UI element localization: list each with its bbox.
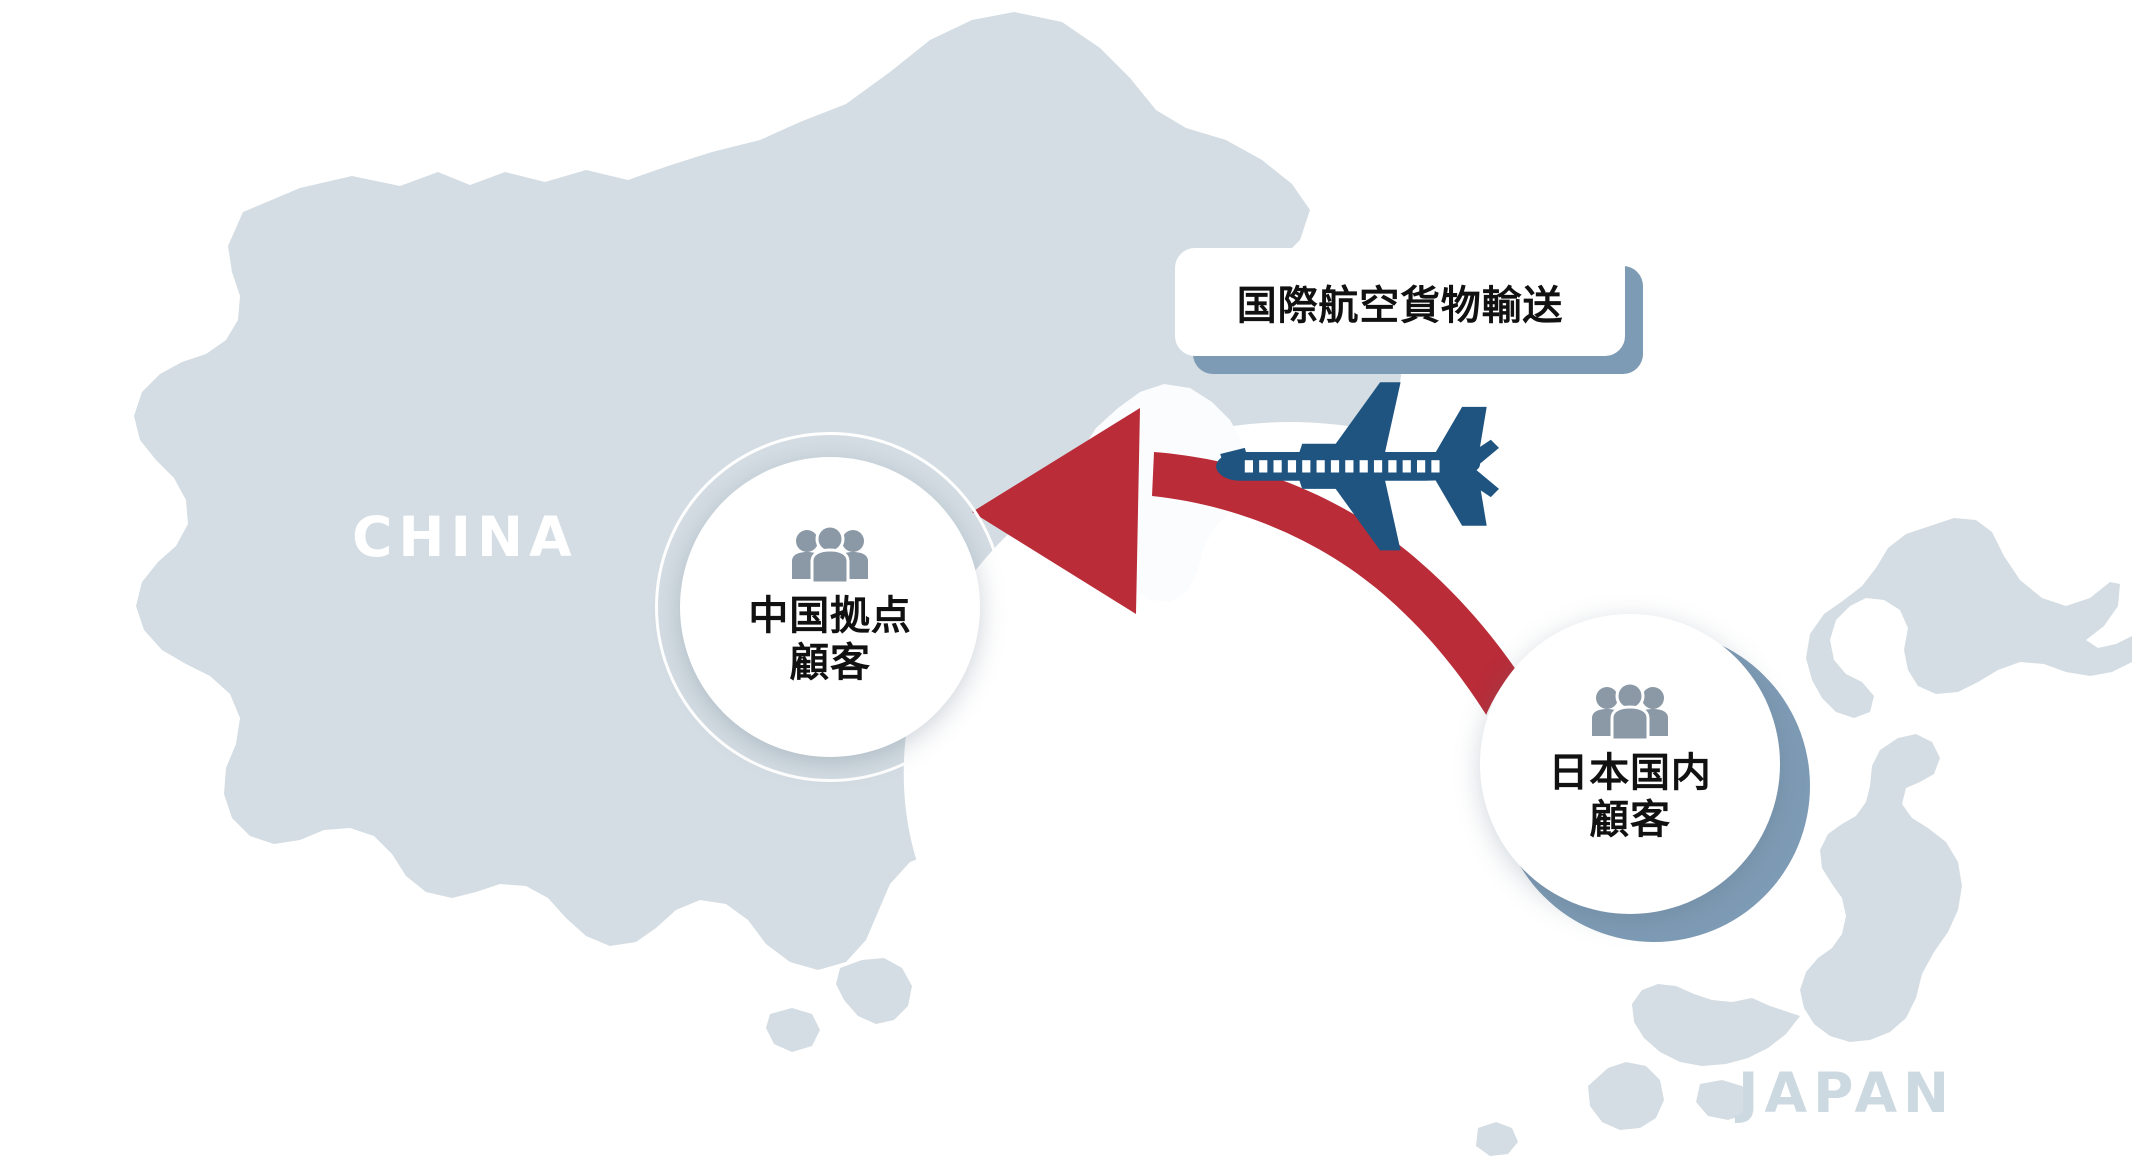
node-outer-ring <box>1472 608 1824 960</box>
node-japan-domestic-customers[interactable]: 日本国内 顧客 <box>1472 608 1824 960</box>
airplane-wing-upper <box>1326 382 1401 457</box>
japan-kyushu <box>1588 1062 1664 1130</box>
node-china-base-customers[interactable]: 中国拠点 顧客 <box>655 432 1005 782</box>
airplane-windows <box>1244 460 1440 473</box>
hainan-island <box>766 1008 820 1052</box>
country-label-japan: JAPAN <box>1738 1061 1956 1125</box>
japan-shikoku <box>1696 1080 1752 1120</box>
airplane-tailfin-lower <box>1433 476 1487 526</box>
title-pill-label: 国際航空貨物輸送 <box>1236 283 1564 329</box>
node-disc: 中国拠点 顧客 <box>680 457 980 757</box>
japan-honshu-south <box>1632 984 1800 1066</box>
airplane-engine-upper <box>1298 443 1340 457</box>
flow-arrow-head <box>972 408 1140 614</box>
japan-hokkaido <box>1806 518 2132 718</box>
south-china-detail <box>836 958 912 1024</box>
country-label-china: CHINA <box>352 505 578 569</box>
japan-honshu-north <box>1800 734 1962 1042</box>
node-outer-ring <box>655 432 1005 782</box>
node-label: 日本国内 顧客 <box>1548 749 1712 843</box>
airplane-nose <box>1220 447 1249 467</box>
airplane-group <box>1216 382 1499 551</box>
people-group-icon <box>1592 683 1668 742</box>
airplane-stabilizer <box>1453 439 1499 498</box>
japan-ryukyu <box>1476 1122 1518 1156</box>
airplane-tailfin-upper <box>1433 406 1487 457</box>
title-pill: 国際航空貨物輸送 <box>1175 248 1625 356</box>
people-group-icon <box>792 526 868 585</box>
node-disc: 日本国内 顧客 <box>1480 614 1780 914</box>
airplane-engine-lower <box>1298 476 1340 489</box>
airplane-wing-lower <box>1326 476 1401 551</box>
node-label: 中国拠点 顧客 <box>748 592 912 686</box>
title-pill-container: 国際航空貨物輸送 <box>1175 248 1643 374</box>
